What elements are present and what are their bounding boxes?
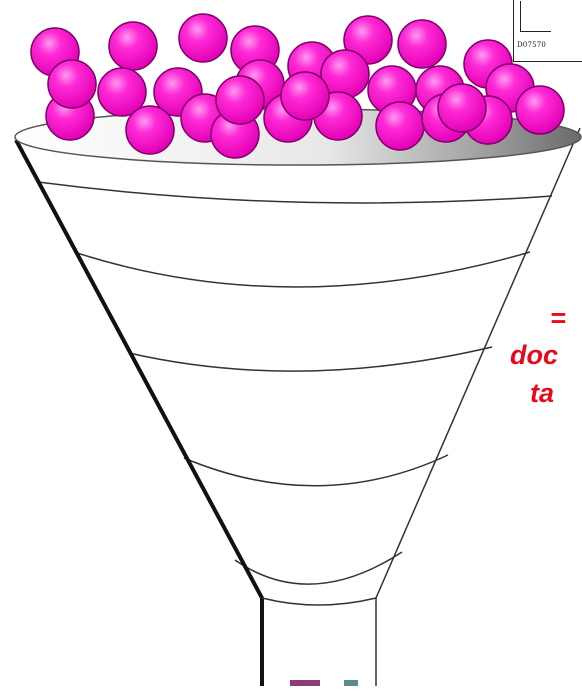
ball (48, 60, 96, 108)
spout-mark (290, 680, 320, 686)
funnel-body (16, 128, 580, 686)
callout-line-1: = (550, 305, 566, 332)
ball (109, 22, 157, 70)
document-code: D07570 (517, 41, 546, 49)
ball (179, 14, 227, 62)
ball (216, 76, 264, 124)
ball (438, 84, 486, 132)
ball (398, 20, 446, 68)
ball (516, 86, 564, 134)
spout-mark (344, 680, 358, 686)
document-thumbnail: D07570 (513, 0, 582, 62)
callout-line-3: ta (530, 380, 554, 407)
ball (376, 102, 424, 150)
callout-line-2: doc (510, 342, 558, 369)
ball (281, 72, 329, 120)
ball (126, 106, 174, 154)
document-frame (520, 1, 551, 32)
